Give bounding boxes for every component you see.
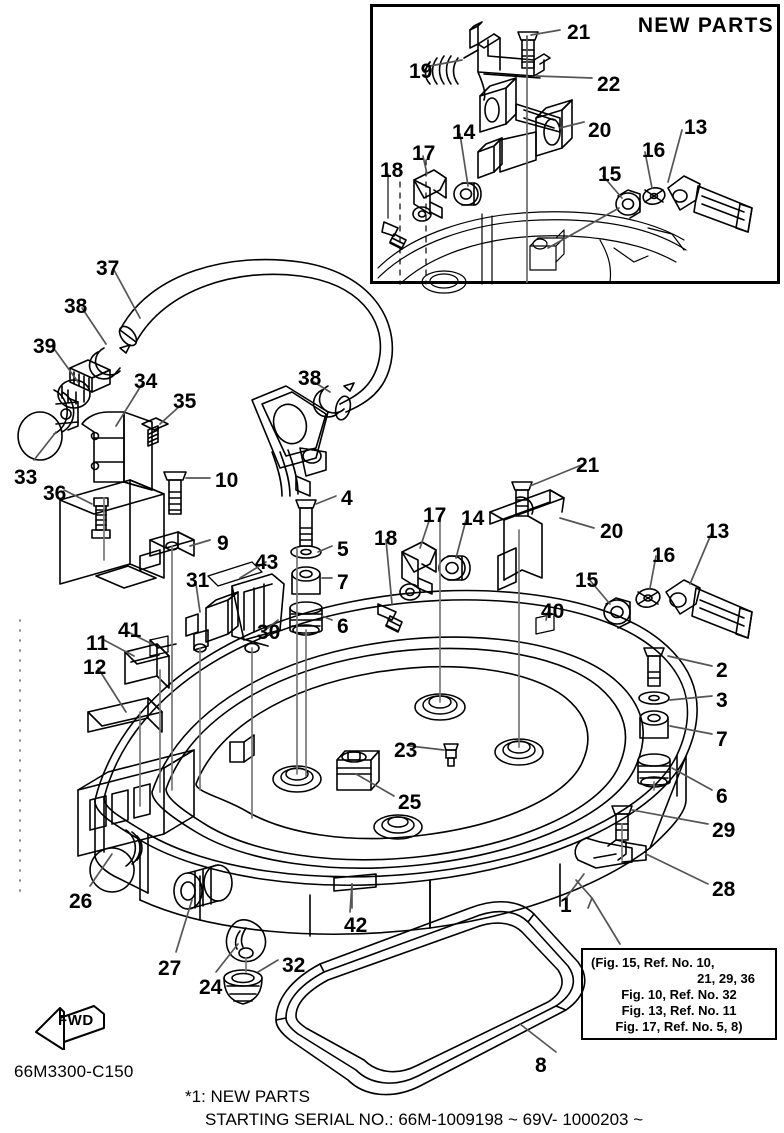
callout-12: 12: [83, 656, 107, 679]
fwd-direction-marker: FWD: [34, 998, 108, 1051]
callout-43: 43: [255, 551, 279, 574]
inset-callout-15: 15: [598, 163, 622, 186]
callout-2: 2: [716, 659, 728, 682]
inset-callout-19: 19: [409, 60, 433, 83]
fwd-label: FWD: [58, 1012, 94, 1029]
ref-line-1: (Fig. 15, Ref. No. 10,: [591, 955, 715, 970]
callout-15: 15: [575, 569, 599, 592]
callout-7: 7: [337, 571, 349, 594]
callout-8: 8: [535, 1054, 547, 1077]
starting-serial-note: STARTING SERIAL NO.: 66M-1009198 ~ 69V- …: [205, 1110, 644, 1129]
inset-callout-16: 16: [642, 139, 666, 162]
callout-20: 20: [600, 520, 624, 543]
callout-3: 3: [716, 689, 728, 712]
callout-1: 1: [560, 894, 572, 917]
inset-callout-14: 14: [452, 121, 476, 144]
new-parts-inset-panel: [370, 4, 780, 284]
callout-37: 37: [96, 257, 120, 280]
callout-41: 41: [118, 619, 142, 642]
callout-29: 29: [712, 819, 736, 842]
callout-24: 24: [199, 976, 223, 999]
callout-27: 27: [158, 957, 182, 980]
inset-callout-22: 22: [597, 73, 621, 96]
callout-35: 35: [173, 390, 197, 413]
inset-callout-21: 21: [567, 21, 591, 44]
callout-13: 13: [706, 520, 730, 543]
inset-callout-13: 13: [684, 116, 708, 139]
part-code-label: 66M3300-C150: [14, 1062, 134, 1081]
callout-10: 10: [215, 469, 239, 492]
inset-title: NEW PARTS: [637, 14, 774, 37]
callout-11: 11: [86, 632, 109, 655]
callout-6: 6: [716, 785, 728, 808]
callout-39: 39: [33, 335, 57, 358]
ref-line-4: Fig. 13, Ref. No. 11: [621, 1003, 737, 1018]
callout-32: 32: [282, 954, 306, 977]
ref-line-5: Fig. 17, Ref. No. 5, 8): [615, 1019, 743, 1034]
callout-25: 25: [398, 791, 422, 814]
reference-note-box: (Fig. 15, Ref. No. 10, 21, 29, 36 Fig. 1…: [581, 948, 777, 1040]
callout-16: 16: [652, 544, 676, 567]
callout-9: 9: [217, 532, 229, 555]
callout-6: 6: [337, 615, 349, 638]
inset-callout-20: 20: [588, 119, 612, 142]
callout-42: 42: [344, 914, 368, 937]
callout-26: 26: [69, 890, 93, 913]
callout-38: 38: [298, 367, 322, 390]
callout-28: 28: [712, 878, 736, 901]
inset-callout-17: 17: [412, 142, 436, 165]
callout-7: 7: [716, 728, 728, 751]
inset-callout-18: 18: [380, 159, 404, 182]
callout-5: 5: [337, 538, 349, 561]
callout-30: 30: [257, 621, 281, 644]
ref-line-3: Fig. 10, Ref. No. 32: [621, 987, 737, 1002]
callout-17: 17: [423, 504, 447, 527]
callout-21: 21: [576, 454, 600, 477]
ref-line-2: 21, 29, 36: [697, 971, 755, 986]
callout-4: 4: [341, 487, 353, 510]
callout-36: 36: [43, 482, 67, 505]
callout-18: 18: [374, 527, 398, 550]
callout-33: 33: [14, 466, 38, 489]
new-parts-note: *1: NEW PARTS: [185, 1087, 311, 1106]
callout-40: 40: [541, 600, 565, 623]
callout-23: 23: [394, 739, 418, 762]
callout-34: 34: [134, 370, 158, 393]
callout-14: 14: [461, 507, 485, 530]
fwd-arrow-icon: [35, 1005, 105, 1051]
callout-31: 31: [186, 569, 210, 592]
callout-38: 38: [64, 295, 88, 318]
